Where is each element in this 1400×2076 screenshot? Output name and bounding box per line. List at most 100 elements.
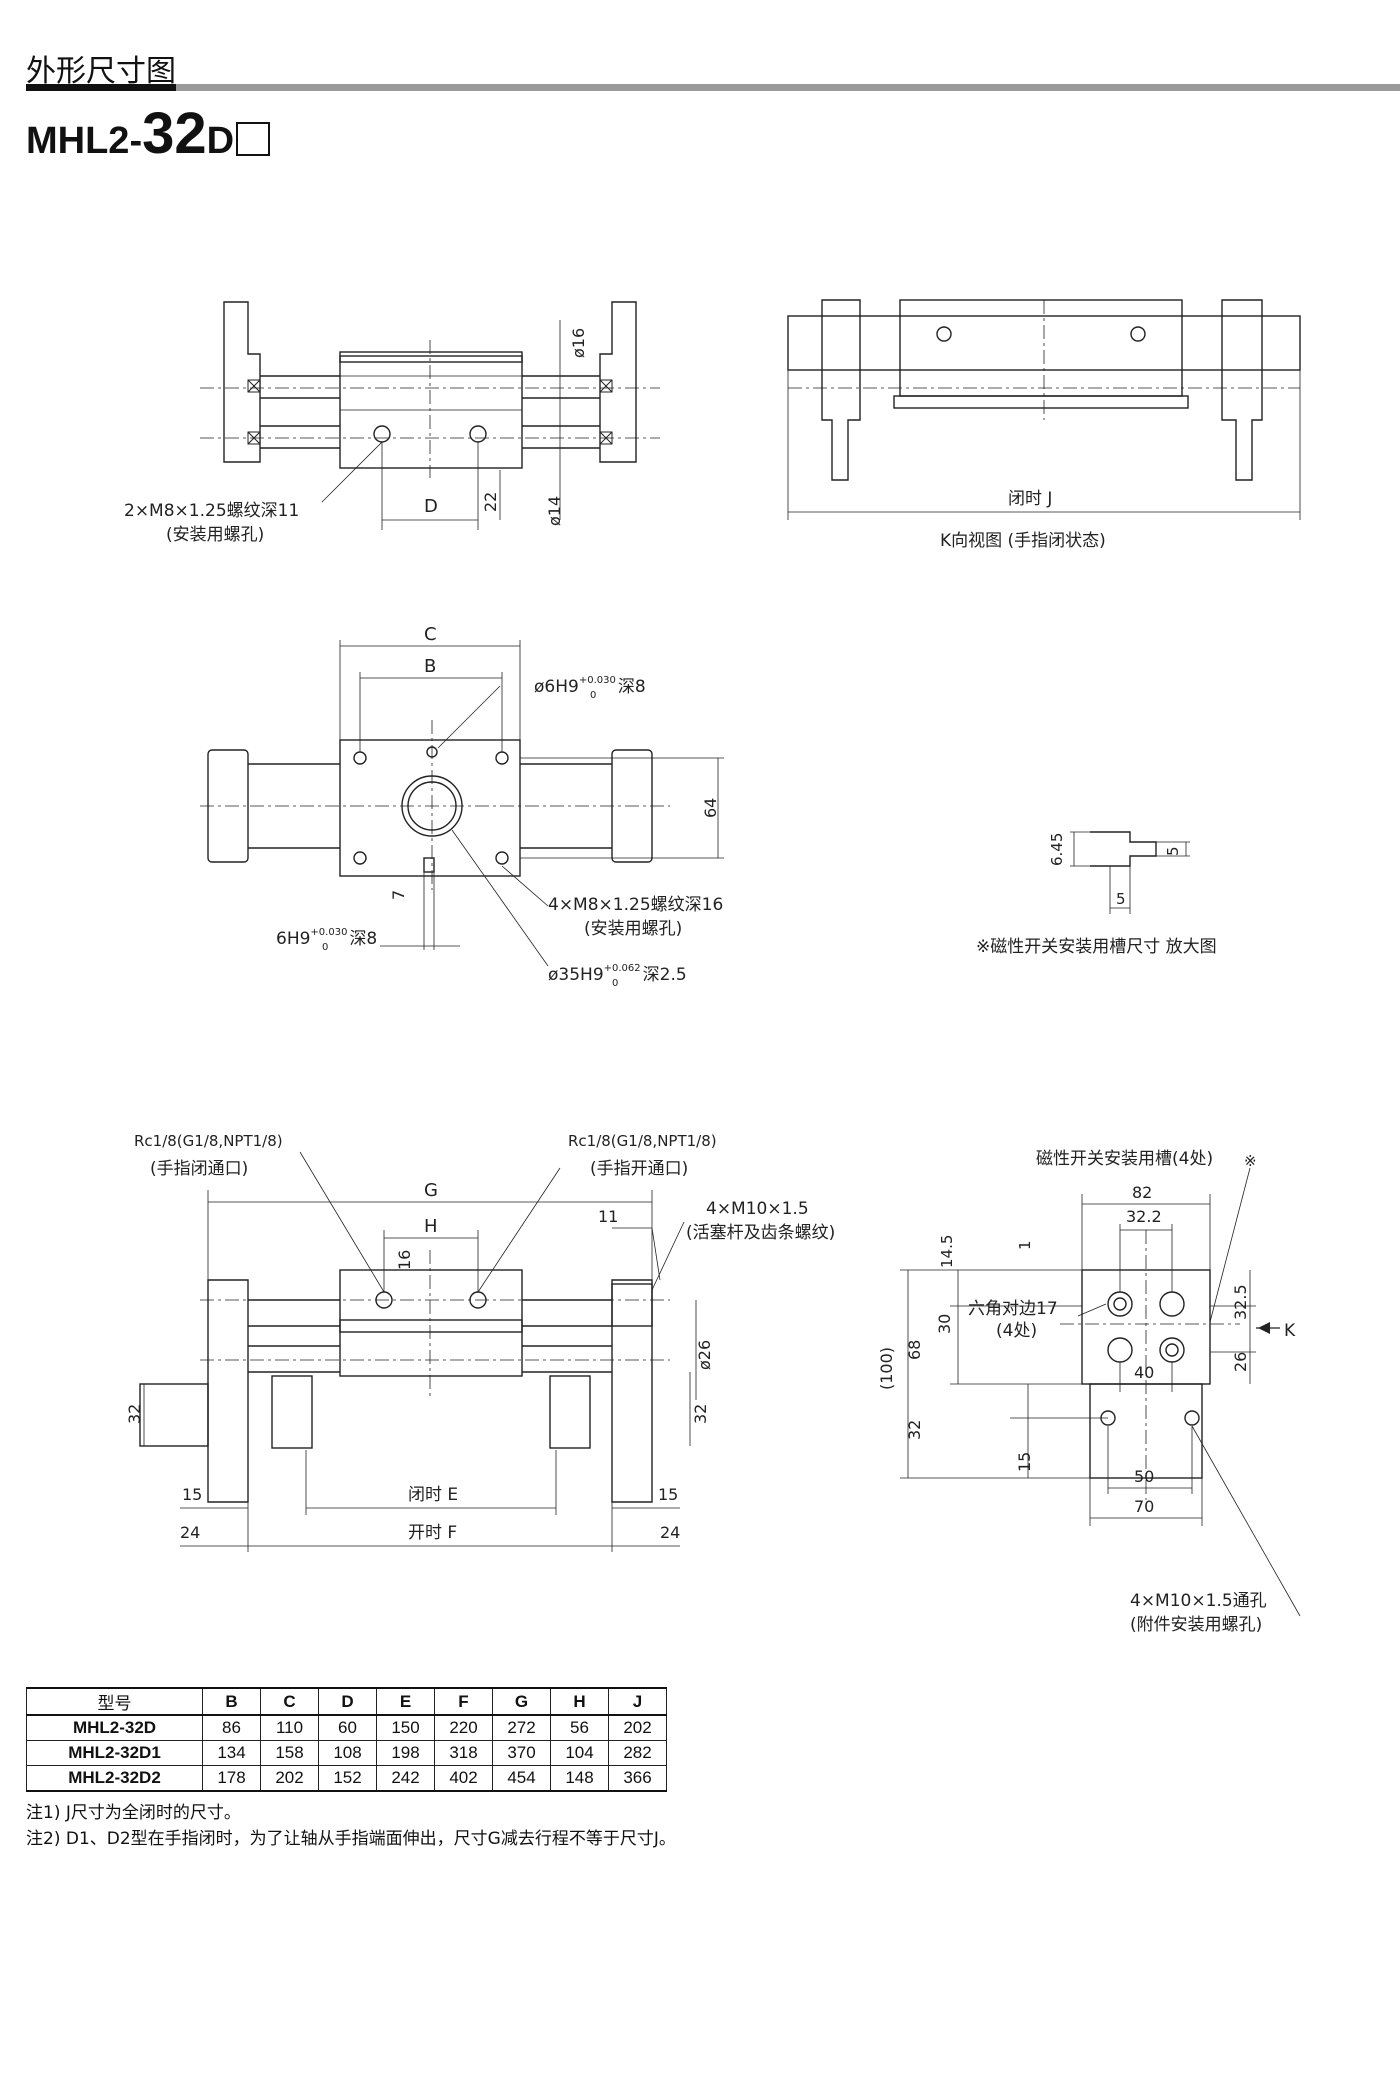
front-left-finger [207,1279,249,1503]
dim-G: G [424,1180,438,1201]
table-cell: 150 [376,1714,435,1741]
dim-phi16: ø16 [569,328,588,358]
port-right-label: Rc1/8(G1/8,NPT1/8) [568,1132,717,1150]
top-right-finger [599,301,637,463]
dim-phi14: ø14 [545,496,564,526]
dim-32-left: 32 [125,1404,144,1424]
port-left-label: Rc1/8(G1/8,NPT1/8) [134,1132,283,1150]
title-rule [26,84,1400,91]
front-view [139,1151,697,1552]
dim-D: D [424,496,438,517]
table-header-B: B [202,1687,261,1716]
groove-caption: ※磁性开关安装用槽尺寸 放大图 [976,937,1217,957]
hex-label: 六角对边17 [968,1299,1058,1319]
dim-22: 22 [481,492,500,512]
table-cell-model: MHL2-32D2 [26,1765,203,1792]
k-view-caption: K向视图 (手指闭状态) [940,531,1106,551]
table-cell: 402 [434,1765,493,1792]
bottom-mount-holes-note: (安装用螺孔) [584,919,682,939]
dim-groove-5a: 5 [1164,846,1182,856]
dim-100: (100) [877,1347,896,1390]
dimension-drawings: ø16 ø14 22 D 2×M8×1.25螺纹深11 (安装用螺孔) 闭时 J… [124,299,1301,1635]
pin-hole-left-tol-low: 0 [322,942,328,953]
top-left-finger [223,301,261,463]
dim-B: B [424,656,436,677]
table-cell: 152 [318,1765,377,1792]
dim-6-45: 6.45 [1048,833,1066,866]
dim-70: 70 [1134,1497,1154,1516]
note-2: 注2) D1、D2型在手指闭时，为了让轴从手指端面伸出，尺寸G减去行程不等于尺寸… [26,1829,676,1849]
bottom-body [339,739,521,877]
front-right-finger [611,1279,653,1503]
note-1: 注1) J尺寸为全闭时的尺寸。 [26,1803,241,1823]
model-prefix: MHL2- [26,120,143,162]
dim-phi26: ø26 [695,1340,714,1370]
table-row: MHL2-32D2 178 202 152 242 402 454 148 36… [26,1765,667,1792]
dim-15-left: 15 [182,1485,202,1504]
dim-11: 11 [598,1207,618,1226]
port-left-note: (手指闭通口) [150,1159,248,1179]
table-cell: 60 [318,1714,377,1741]
table-cell: 318 [434,1740,493,1766]
table-cell: 104 [550,1740,609,1766]
table-cell: 242 [376,1765,435,1792]
table-header-E: E [376,1687,435,1716]
model-size: 32 [142,101,207,166]
dim-14-5: 14.5 [938,1235,956,1268]
dim-32-side: 32 [905,1420,924,1440]
k-view-body [899,299,1183,397]
dimension-table: 型号 B C D E F G H J MHL2-32D 86 110 60 15… [26,1687,667,1792]
rod-thread-label: 4×M10×1.5 [706,1199,809,1219]
k-view-left-finger [821,299,861,481]
table-header-F: F [434,1687,493,1716]
dim-32-right: 32 [691,1404,710,1424]
dim-82: 82 [1132,1183,1152,1202]
table-cell: 282 [608,1740,667,1766]
table-cell: 148 [550,1765,609,1792]
top-mount-hole-label: 2×M8×1.25螺纹深11 [124,501,299,521]
table-cell: 370 [492,1740,551,1766]
dim-30: 30 [935,1314,954,1334]
side-view [900,1167,1301,1617]
dim-40: 40 [1134,1363,1154,1382]
dim-24-right: 24 [660,1523,680,1542]
port-right-note: (手指开通口) [590,1159,688,1179]
table-cell-model: MHL2-32D1 [26,1740,203,1766]
top-mount-hole-note: (安装用螺孔) [166,525,264,545]
table-row: MHL2-32D1 134 158 108 198 318 370 104 28… [26,1740,667,1766]
dim-64: 64 [701,798,720,818]
k-view [787,299,1301,520]
table-cell: 272 [492,1714,551,1741]
table-cell: 86 [202,1714,261,1741]
section-title: 外形尺寸图 [26,54,176,89]
dim-24-left: 24 [180,1523,200,1542]
table-row: MHL2-32D 86 110 60 150 220 272 56 202 [26,1714,667,1741]
table-cell: 56 [550,1714,609,1741]
table-cell: 134 [202,1740,261,1766]
table-cell: 110 [260,1714,319,1741]
table-cell: 198 [376,1740,435,1766]
dim-26: 26 [1231,1352,1250,1372]
table-header-C: C [260,1687,319,1716]
dim-32-2: 32.2 [1126,1207,1162,1226]
table-cell: 202 [260,1765,319,1792]
table-header-G: G [492,1687,551,1716]
k-arrow-label: K [1284,1321,1296,1341]
dim-50: 50 [1134,1467,1154,1486]
dim-68: 68 [905,1340,924,1360]
dim-closed-E: 闭时 E [408,1485,458,1505]
top-mount-hole-right [469,425,487,443]
bottom-mount-holes: 4×M8×1.25螺纹深16 [548,895,723,915]
table-header-H: H [550,1687,609,1716]
dim-15-right: 15 [658,1485,678,1504]
table-cell: 108 [318,1740,377,1766]
through-holes-note: (附件安装用螺孔) [1130,1615,1262,1635]
groove-detail [1070,831,1190,914]
slot-label: 磁性开关安装用槽(4处) [1036,1149,1213,1169]
model-suffix: D [206,120,235,162]
dim-open-F: 开时 F [408,1523,457,1543]
table-cell-model: MHL2-32D [26,1714,203,1741]
